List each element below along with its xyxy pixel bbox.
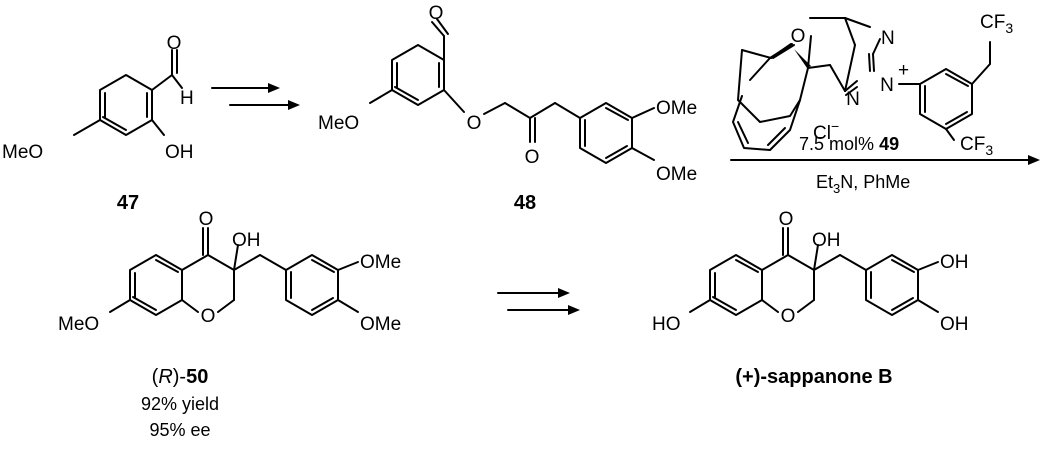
atom-cf3: CF3 xyxy=(980,12,1013,36)
atom-ome: OMe xyxy=(656,164,697,185)
reaction-arrow-2: 7.5 mol% 49 Et3N, PhMe xyxy=(730,134,1040,196)
compound-47-number: 47 xyxy=(117,192,139,214)
catalyst-loading-label: 7.5 mol% 49 xyxy=(799,134,899,154)
atom-oh: OH xyxy=(940,314,969,335)
atom-o: O xyxy=(781,306,796,327)
catalyst-49-structure: O N N N + CF3 CF3 Cl− xyxy=(732,12,1013,158)
atom-oh: OH xyxy=(812,230,841,251)
atom-oh: OH xyxy=(165,142,194,163)
atom-o: O xyxy=(199,209,214,230)
atom-o: O xyxy=(525,147,540,168)
atom-ho: HO xyxy=(652,314,681,335)
compound-50-label: (R)-50 xyxy=(152,366,209,388)
compound-50-ee: 95% ee xyxy=(149,420,210,440)
atom-o: O xyxy=(167,33,182,54)
atom-oh: OH xyxy=(940,252,969,273)
reaction-arrow-3 xyxy=(497,288,580,315)
atom-o: O xyxy=(791,26,806,47)
atom-ome: OMe xyxy=(360,314,401,335)
atom-o: O xyxy=(429,3,444,24)
product-name: (+)-sappanone B xyxy=(735,366,892,388)
compound-47-structure: O H OH MeO 47 xyxy=(2,33,194,214)
sappanone-b-structure: O OH O HO OH OH (+)-sappanone B xyxy=(652,209,969,388)
compound-48-structure: O O O MeO OMe OMe 48 xyxy=(318,3,697,214)
atom-o: O xyxy=(779,209,794,230)
atom-h: H xyxy=(180,88,194,109)
charge-plus: + xyxy=(898,60,909,81)
compound-50-structure: O OH O MeO OMe OMe (R)-50 92% yield 95% … xyxy=(58,209,401,440)
atom-n: N xyxy=(881,28,895,49)
reaction-arrow-1 xyxy=(211,83,300,110)
counterion-chloride: Cl− xyxy=(813,118,839,144)
atom-ome: OMe xyxy=(656,98,697,119)
atom-meo: MeO xyxy=(2,142,43,163)
atom-n: N xyxy=(846,89,860,110)
reaction-conditions: Et3N, PhMe xyxy=(816,172,910,196)
atom-ome: OMe xyxy=(360,252,401,273)
atom-o: O xyxy=(467,113,482,134)
atom-oh: OH xyxy=(232,230,261,251)
atom-meo: MeO xyxy=(318,113,359,134)
compound-48-number: 48 xyxy=(514,192,536,214)
atom-n: N xyxy=(880,75,894,96)
compound-50-yield: 92% yield xyxy=(141,394,219,414)
atom-o: O xyxy=(201,306,216,327)
atom-cf3: CF3 xyxy=(960,134,993,158)
atom-meo: MeO xyxy=(58,314,99,335)
